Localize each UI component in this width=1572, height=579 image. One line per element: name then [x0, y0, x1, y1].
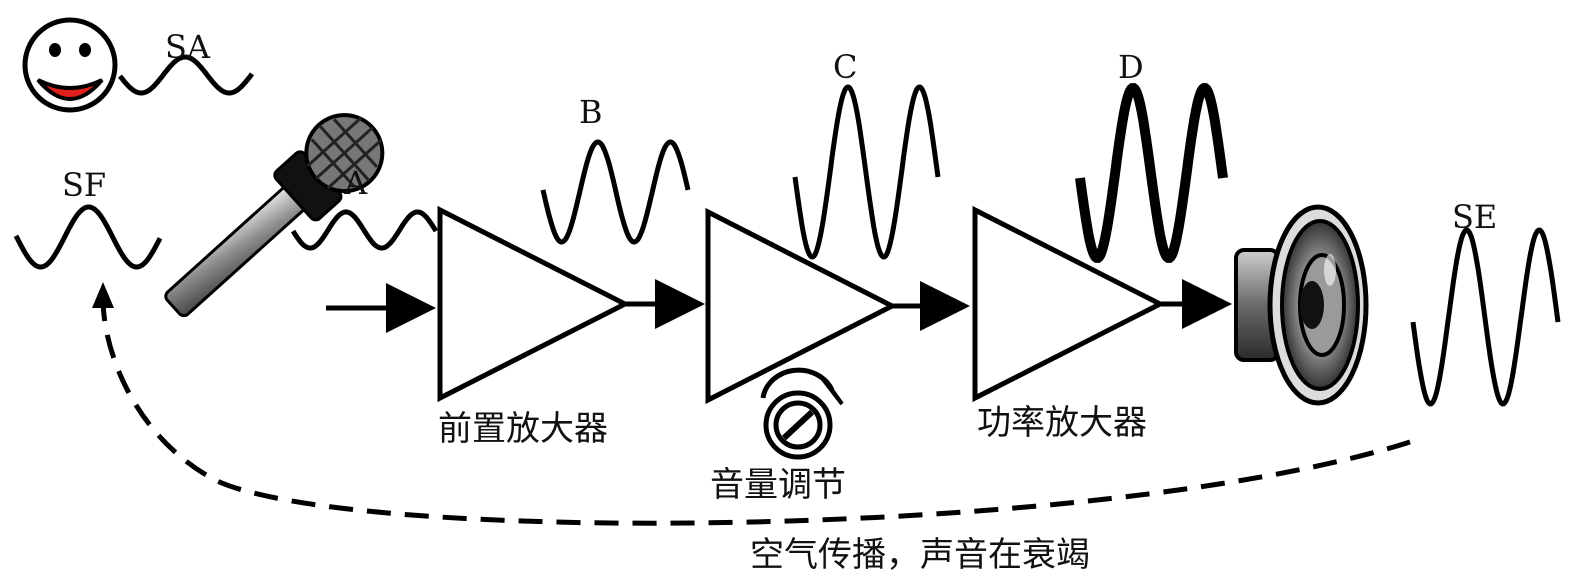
smiley-face-icon [22, 17, 118, 113]
speaker-icon [1234, 204, 1369, 406]
power-amp-label: 功率放大器 [977, 403, 1147, 443]
volume-knob-icon [760, 367, 844, 460]
feedback-dashed-arrow [100, 301, 1411, 526]
wave-a [290, 209, 439, 251]
power-amp-triangle [972, 205, 1166, 403]
label-a: A [343, 164, 368, 202]
label-sf: SF [62, 166, 106, 204]
preamp-label: 前置放大器 [438, 409, 608, 449]
preamp-triangle [437, 205, 631, 403]
label-c: C [833, 48, 857, 86]
wave-sa [118, 54, 255, 96]
volume-label: 音量调节 [710, 465, 846, 505]
wave-c [792, 84, 941, 260]
wave-se [1410, 227, 1561, 407]
label-sa: SA [165, 28, 211, 66]
wave-d [1075, 83, 1228, 263]
label-d: D [1118, 48, 1144, 86]
label-se: SE [1452, 198, 1497, 236]
microphone-icon [164, 113, 385, 318]
feedback-arrowhead-icon [92, 282, 114, 308]
label-b: B [579, 93, 603, 131]
air-propagation-label: 空气传播，声音在衰竭 [750, 535, 1090, 575]
wave-b [540, 139, 691, 245]
volume-stage-triangle [705, 207, 898, 405]
wave-sf [13, 204, 163, 270]
